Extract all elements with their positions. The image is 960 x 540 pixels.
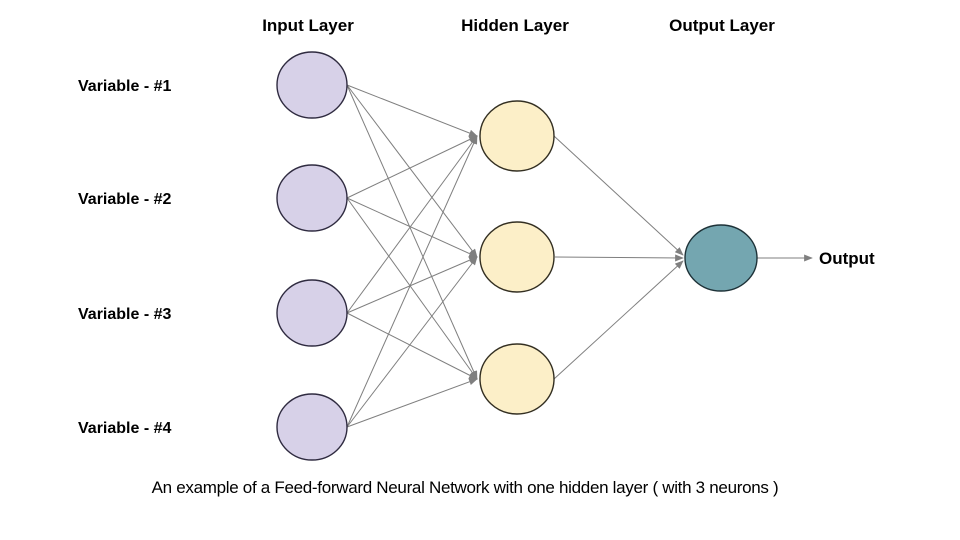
edge-i3-h3: [346, 312, 478, 380]
edge-i2-h2: [346, 197, 478, 258]
diagram-caption: An example of a Feed-forward Neural Netw…: [152, 478, 779, 497]
output-layer-header: Output Layer: [669, 16, 775, 35]
input-variable-labels: Variable - #1 Variable - #2 Variable - #…: [78, 78, 171, 437]
hidden-layer-header: Hidden Layer: [461, 16, 569, 35]
edge-h2-o1: [554, 254, 684, 262]
hidden-node-3: [479, 343, 555, 415]
edge-i3-h2: [346, 256, 478, 314]
variable-3-label: Variable - #3: [78, 306, 171, 323]
edge-i2-h1: [346, 135, 478, 199]
variable-2-label: Variable - #2: [78, 191, 171, 208]
hidden-layer-nodes: [479, 100, 555, 415]
input-node-4: [276, 393, 348, 461]
edge-h3-o1: [553, 260, 684, 380]
variable-1-label: Variable - #1: [78, 78, 171, 95]
hidden-node-1: [479, 100, 555, 172]
hidden-to-output-edges: [553, 135, 684, 380]
input-to-hidden-edges: [346, 84, 478, 428]
edge-h1-o1: [553, 135, 684, 256]
edge-i1-h2: [346, 84, 478, 258]
edge-i4-h3: [346, 378, 478, 428]
input-node-2: [276, 164, 348, 232]
edge-i1-h3: [346, 84, 478, 380]
output-node: [684, 224, 758, 292]
input-node-3: [276, 279, 348, 347]
variable-4-label: Variable - #4: [78, 420, 171, 437]
input-node-1: [276, 51, 348, 119]
hidden-node-2: [479, 221, 555, 293]
edge-i4-h1: [346, 135, 478, 428]
input-layer-header: Input Layer: [262, 16, 354, 35]
edge-i4-h2: [346, 256, 478, 428]
output-label: Output: [819, 249, 875, 268]
edge-i1-h1: [346, 84, 478, 137]
edge-i3-h1: [346, 135, 478, 314]
edge-i2-h3: [346, 197, 478, 380]
input-layer-nodes: [276, 51, 348, 461]
